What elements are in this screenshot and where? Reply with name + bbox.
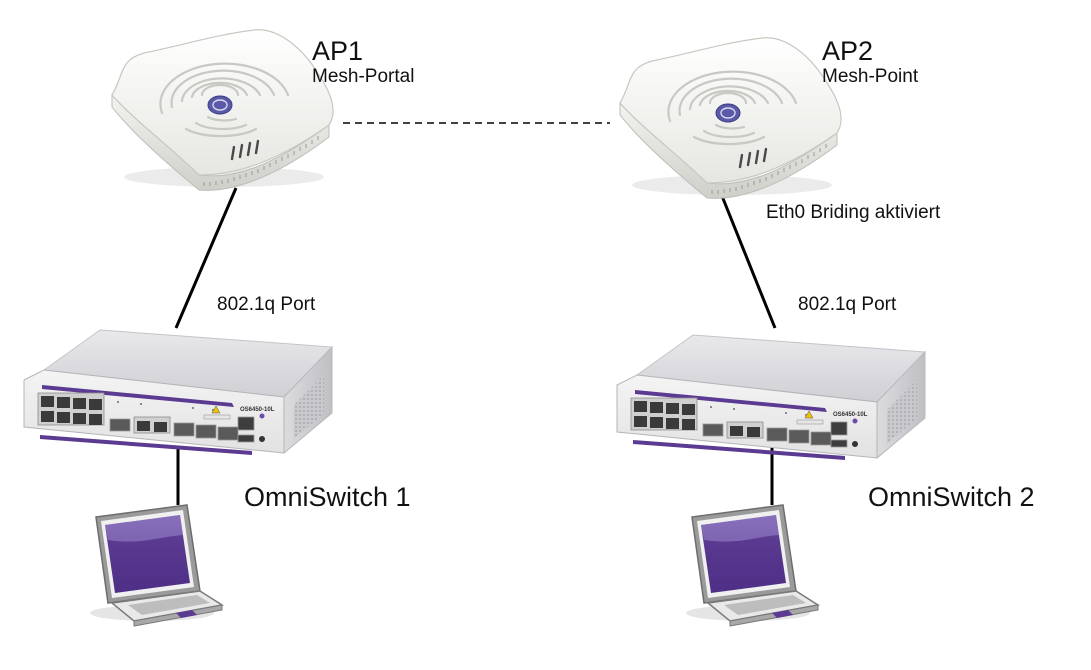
laptop-icon [89,504,223,627]
ap2-role-label: Mesh-Point [822,66,919,87]
link-label-ap1-switch1: 802.1q Port [217,294,316,315]
switch1-name-label: OmniSwitch 1 [244,482,411,512]
laptop-icon [685,504,819,627]
access-point-icon [618,36,843,200]
link-label-ap2-switch2: 802.1q Port [798,294,897,315]
ap1-name-label: AP1 [312,36,364,66]
ap2-name-label: AP2 [822,36,874,66]
link-ap2-switch2 [720,195,777,329]
ap1-role-label: Mesh-Portal [312,66,415,87]
access-point-icon [110,28,335,192]
network-switch-icon [616,334,926,461]
ap2-bridging-note: Eth0 Briding aktiviert [766,202,941,223]
link-ap1-switch1 [174,187,238,329]
switch2-name-label: OmniSwitch 2 [868,482,1035,512]
network-switch-icon [23,329,333,456]
